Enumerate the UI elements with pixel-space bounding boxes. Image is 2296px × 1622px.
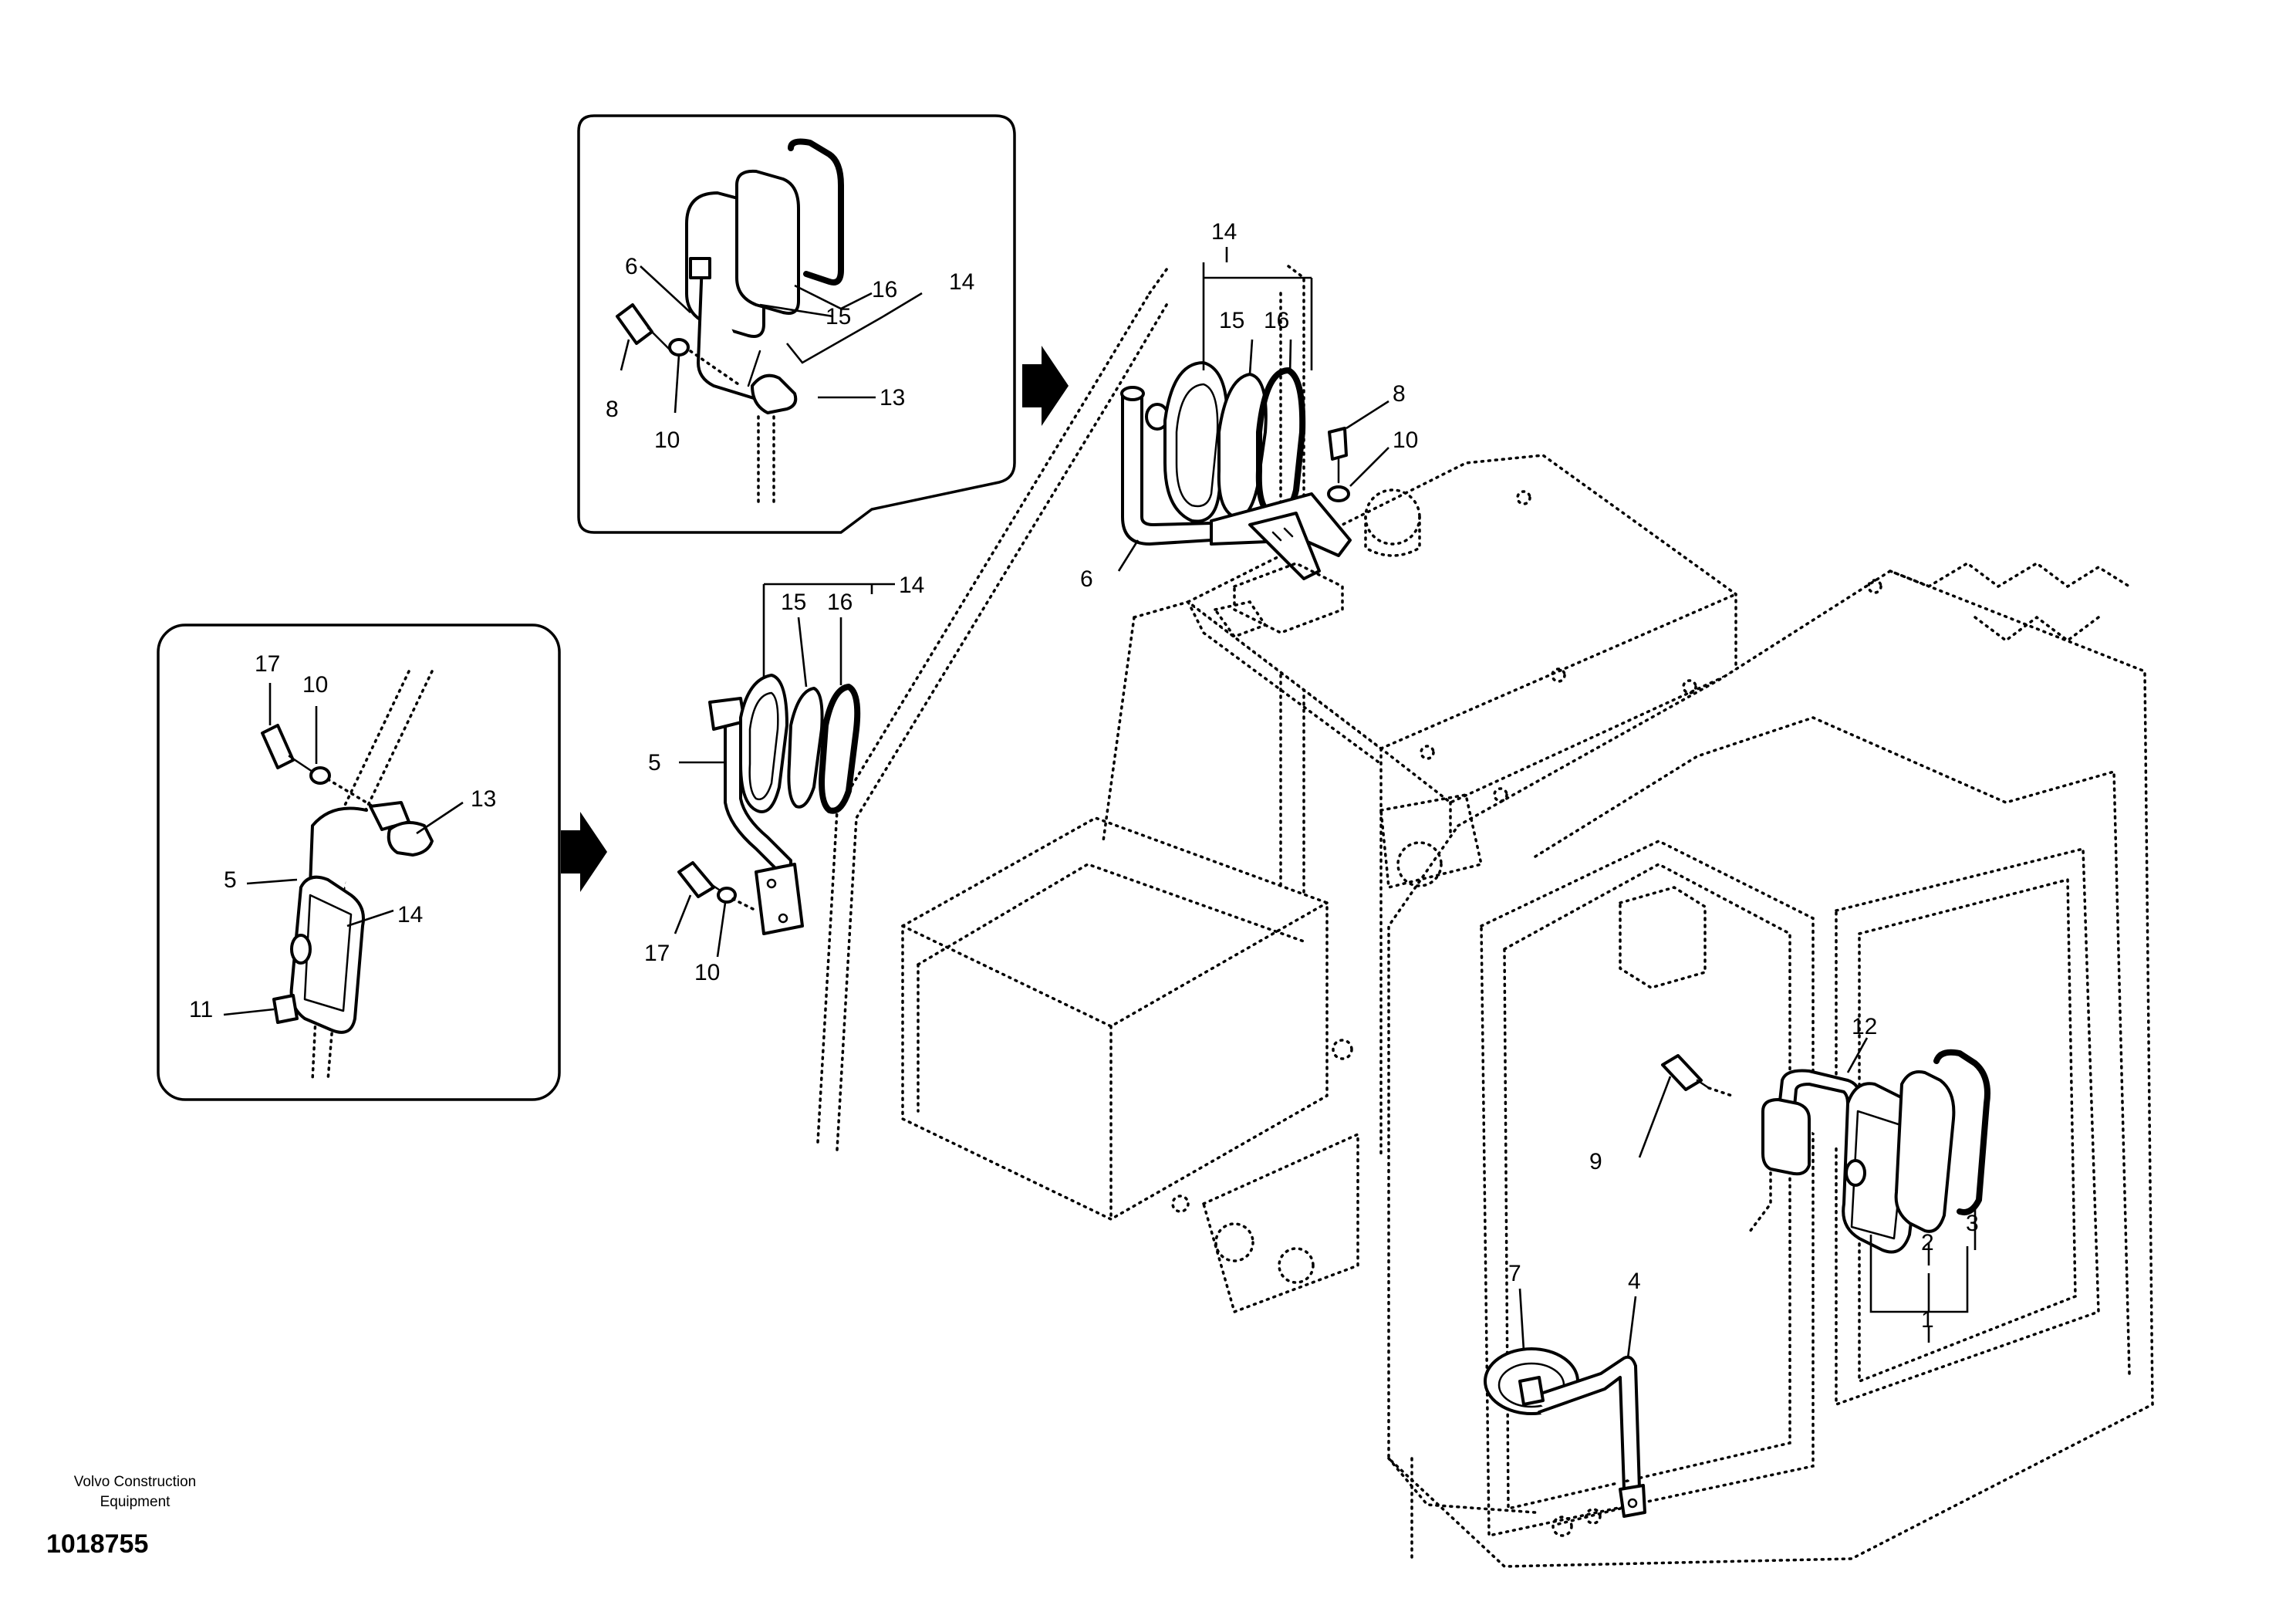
- manufacturer-label: Volvo Construction Equipment: [46, 1472, 224, 1512]
- arrow-right-icon: [561, 812, 607, 892]
- round-mirror-assembly: [1484, 1347, 1646, 1537]
- callout-10: 10: [302, 672, 328, 698]
- callout-3: 3: [1966, 1211, 1979, 1236]
- callout-5: 5: [224, 867, 237, 893]
- manufacturer-line-1: Volvo Construction: [73, 1474, 197, 1490]
- direction-arrows: [561, 346, 1069, 892]
- arrow-right-icon: [1022, 346, 1069, 426]
- machine-outline: [816, 265, 2154, 1568]
- cab-mirror-assembly: [1661, 1049, 1990, 1254]
- callout-2: 2: [1921, 1230, 1934, 1255]
- callout-15: 15: [826, 304, 851, 329]
- callout-16: 16: [1264, 308, 1289, 333]
- callout-16: 16: [872, 277, 897, 302]
- callout-7: 7: [1508, 1261, 1521, 1286]
- callout-10: 10: [694, 960, 720, 985]
- callout-6: 6: [625, 254, 638, 279]
- document-number: 1018755: [46, 1529, 149, 1559]
- callout-9: 9: [1589, 1149, 1602, 1174]
- callout-1: 1: [1921, 1307, 1934, 1333]
- callout-15: 15: [781, 590, 806, 615]
- detail-inset-left: [157, 623, 561, 1101]
- callout-8: 8: [606, 397, 619, 422]
- right-mirror-assembly: [1120, 361, 1421, 639]
- callout-6: 6: [1080, 566, 1093, 592]
- callout-12: 12: [1852, 1014, 1877, 1039]
- callout-10: 10: [654, 427, 680, 453]
- detail-inset-top: [577, 114, 1016, 534]
- callout-14: 14: [949, 269, 974, 295]
- callout-13: 13: [471, 786, 496, 812]
- callout-4: 4: [1628, 1269, 1641, 1294]
- callout-10: 10: [1393, 427, 1418, 453]
- callout-11: 11: [189, 997, 213, 1022]
- callout-14: 14: [899, 573, 924, 598]
- callout-14: 14: [397, 902, 423, 928]
- callout-5: 5: [648, 750, 661, 776]
- callout-17: 17: [255, 651, 280, 677]
- callout-16: 16: [827, 590, 853, 615]
- callout-labels: 6 14 16 15 8 10 13 17 10 13 5 14 11 14 1…: [189, 219, 1979, 1333]
- callout-14: 14: [1211, 219, 1237, 245]
- callout-8: 8: [1393, 381, 1406, 407]
- manufacturer-line-2: Equipment: [100, 1494, 171, 1510]
- footer: Volvo Construction Equipment 1018755: [46, 1472, 224, 1559]
- callout-13: 13: [880, 385, 905, 411]
- callout-17: 17: [644, 941, 670, 966]
- callout-15: 15: [1219, 308, 1244, 333]
- leader-lines: [223, 247, 1977, 1359]
- left-mirror-assembly: [677, 674, 861, 935]
